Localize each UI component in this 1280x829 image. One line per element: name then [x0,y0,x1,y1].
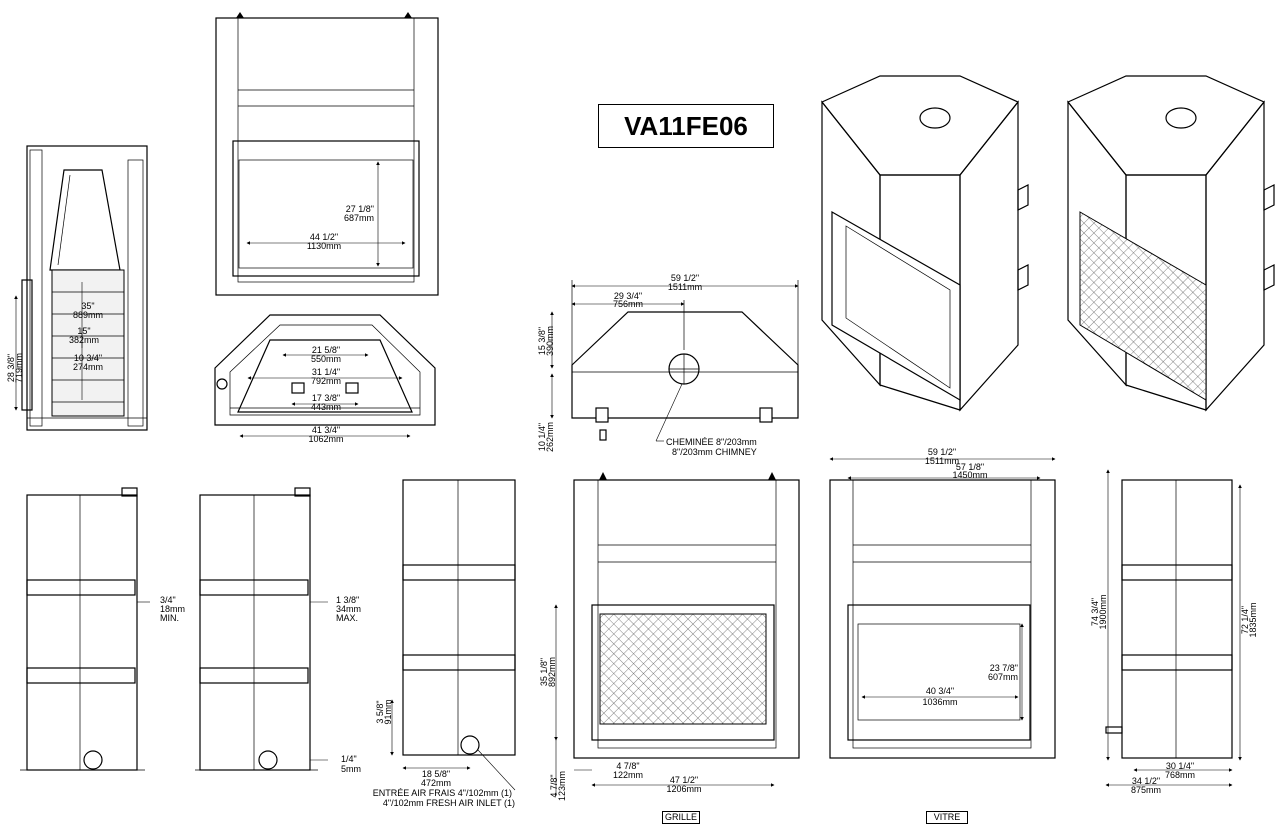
side-dim-35-mm: 889mm [73,310,103,320]
side-dim-10-mm: 274mm [73,362,103,372]
rear2-quarter-mm: 5mm [341,764,361,774]
right-72: 72 1/4" [1240,606,1250,634]
front-dim-w: 44 1/2" [310,232,338,242]
fresh-air-fr: ENTRÉE AIR FRAIS 4"/102mm (1) [373,788,512,798]
rear1-clear-mm: 18mm [160,604,185,614]
side-dim-10: 10 3/4" [74,353,102,363]
top-dim-41-mm: 1062mm [308,434,343,444]
side-section-view [14,145,148,431]
isometric-view-grille [1067,75,1275,412]
svg-text:889mm: 889mm [73,310,103,320]
side-dim-overall: 28 3/8" [6,354,16,382]
chimney-plan-view [550,280,799,442]
front-dim-w-mm: 1130mm [307,241,341,251]
side-view-fresh-air [390,479,516,791]
vitre-59-mm: 1511mm [925,456,959,466]
svg-text:382mm: 382mm [69,335,99,345]
top-dim-17: 17 3/8" [312,393,340,403]
top-dim-21-mm: 550mm [311,354,341,364]
grille-4-mm: 122mm [613,770,643,780]
top-dim-31: 31 1/4" [312,367,340,377]
right-34: 34 1/2" [1132,776,1160,786]
plan-dim-15-mm: 390mm [545,326,555,356]
caption-grille: GRILLE [662,811,700,824]
side3-w-mm: 472mm [421,778,451,788]
chimney-label-fr: CHEMINÉE 8"/203mm [666,437,757,447]
front-view-top [215,12,439,296]
right-72-mm: 1835mm [1248,602,1258,637]
top-dim-21: 21 5/8" [312,345,340,355]
right-74-mm: 1900mm [1098,594,1108,629]
vitre-h-mm: 607mm [988,672,1018,682]
rear2-quarter: 1/4" [341,754,357,764]
chimney-label-en: 8"/203mm CHIMNEY [672,447,757,457]
vitre-w: 40 3/4" [926,686,954,696]
grille-h-mm: 892mm [547,657,557,687]
right-30-mm: 768mm [1165,770,1195,780]
plan-dim-15: 15 3/8" [537,327,547,355]
plan-dim-59: 59 1/2" [671,273,699,283]
plan-dim-29-mm: 756mm [613,299,643,309]
fresh-air-en: 4"/102mm FRESH AIR INLET (1) [383,798,515,808]
vitre-57-mm: 1450mm [952,470,987,480]
plan-dim-10: 10 1/4" [537,423,547,451]
top-plan-view [214,314,436,438]
right-30: 30 1/4" [1166,761,1194,771]
svg-text:15": 15" [77,326,90,336]
vitre-57: 57 1/8" [956,462,984,472]
grille-w-mm: 1206mm [666,784,701,794]
grille-4b: 4 7/8" [549,774,559,797]
rear2-clear-max: MAX. [336,613,358,623]
side-dim-15-mm: 382mm [69,335,99,345]
plan-dim-10-mm: 262mm [545,422,555,452]
side-dim-35: 35" [81,301,94,311]
side3-h: 3 5/8" [375,700,385,723]
side3-h-mm: 91mm [383,699,393,724]
front-dim-h: 27 1/8" [346,204,374,214]
chimney-collar-icon [668,353,700,385]
rear1-clear: 3/4" [160,595,176,605]
plan-dim-29: 29 3/4" [614,291,642,301]
grille-front-view [554,472,800,796]
vitre-front-view [829,457,1056,759]
svg-text:274mm: 274mm [73,362,103,372]
rear-view-2 [195,487,328,771]
grille-4b-mm: 123mm [557,771,567,801]
plan-dim-59-mm: 1511mm [668,282,702,292]
vitre-h: 23 7/8" [990,663,1018,673]
svg-text:35": 35" [81,301,94,311]
right-34-mm: 875mm [1131,785,1161,795]
caption-vitre: VITRE [926,811,968,824]
grille-w: 47 1/2" [670,775,698,785]
front-dim-h-mm: 687mm [344,213,374,223]
grille-4: 4 7/8" [616,761,639,771]
grille-h: 35 1/8" [539,658,549,686]
fresh-air-inlet-icon [460,735,480,755]
svg-text:10 3/4": 10 3/4" [74,353,102,363]
rear2-clear: 1 3/8" [336,595,359,605]
top-dim-31-mm: 792mm [311,376,341,386]
rear2-clear-mm: 34mm [336,604,361,614]
top-dim-41: 41 3/4" [312,425,340,435]
side-dim-overall-mm: 719mm [14,353,24,383]
top-dim-17-mm: 443mm [311,402,341,412]
right-74: 74 3/4" [1090,598,1100,626]
side-dim-15: 15" [77,326,90,336]
rear-view-1 [20,487,150,771]
side3-w: 18 5/8" [422,769,450,779]
right-side-view [1105,469,1242,787]
model-title: VA11FE06 [598,104,774,148]
vitre-59: 59 1/2" [928,447,956,457]
isometric-view-glass [821,75,1029,412]
vitre-w-mm: 1036mm [922,697,957,707]
rear1-clear-min: MIN. [160,613,179,623]
